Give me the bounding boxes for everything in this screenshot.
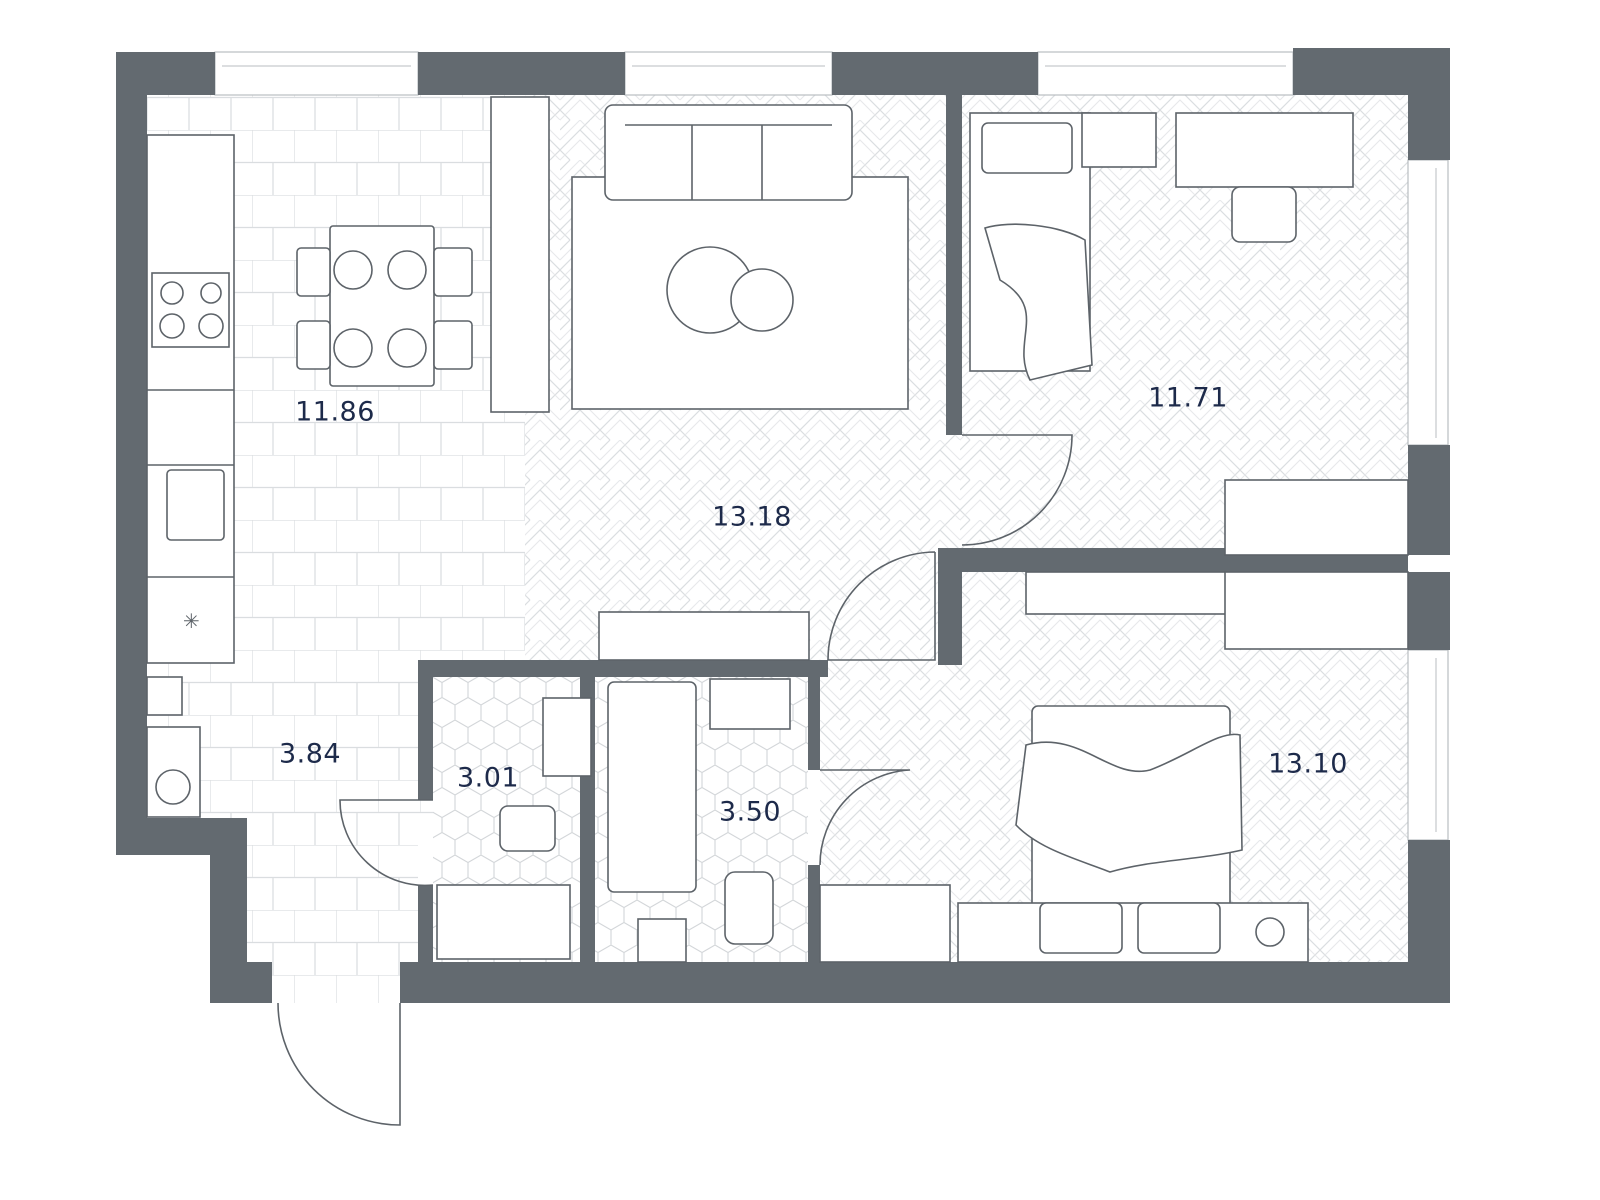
wardrobe-2 bbox=[1224, 571, 1409, 650]
room-area-wc: 3.01 bbox=[456, 762, 520, 794]
shelf bbox=[490, 96, 550, 413]
living-door bbox=[827, 551, 936, 661]
bath-sink bbox=[709, 678, 791, 730]
sink-icon bbox=[166, 469, 225, 541]
toilet-icon bbox=[499, 805, 556, 852]
bathroom-fixtures bbox=[436, 678, 791, 963]
shaft bbox=[637, 918, 687, 963]
bedroom-1-door bbox=[961, 434, 1073, 546]
room-area-kitchen: 11.86 bbox=[295, 396, 375, 428]
shower-tray bbox=[436, 884, 571, 960]
chair bbox=[1231, 186, 1297, 243]
wardrobe-1 bbox=[1224, 479, 1409, 556]
room-area-living: 13.18 bbox=[712, 501, 792, 533]
dresser bbox=[819, 884, 951, 963]
room-area-bedroom-1: 11.71 bbox=[1148, 382, 1228, 414]
bedroom-2-furniture bbox=[819, 571, 1409, 963]
room-area-bedroom-2: 13.10 bbox=[1268, 748, 1348, 780]
sofa bbox=[604, 104, 853, 201]
living-furniture bbox=[490, 96, 909, 661]
entrance-door bbox=[277, 1002, 401, 1126]
room-area-bathroom: 3.50 bbox=[718, 796, 782, 828]
bath-toilet bbox=[724, 871, 774, 945]
doors[interactable] bbox=[277, 434, 1073, 1126]
bathtub-icon bbox=[607, 681, 697, 893]
tv-stand bbox=[598, 611, 810, 661]
wc-sink bbox=[542, 697, 592, 777]
boiler bbox=[146, 676, 183, 716]
kitchen-furniture: ✳ bbox=[146, 134, 473, 818]
bathroom-door bbox=[819, 769, 911, 866]
room-area-hallway: 3.84 bbox=[278, 738, 342, 770]
wc-door bbox=[339, 799, 434, 887]
bedroom-1-furniture bbox=[969, 112, 1409, 556]
washing-machine-icon bbox=[146, 726, 201, 818]
desk bbox=[1175, 112, 1354, 188]
dining-table bbox=[329, 225, 435, 387]
fridge-icon: ✳ bbox=[183, 609, 200, 633]
